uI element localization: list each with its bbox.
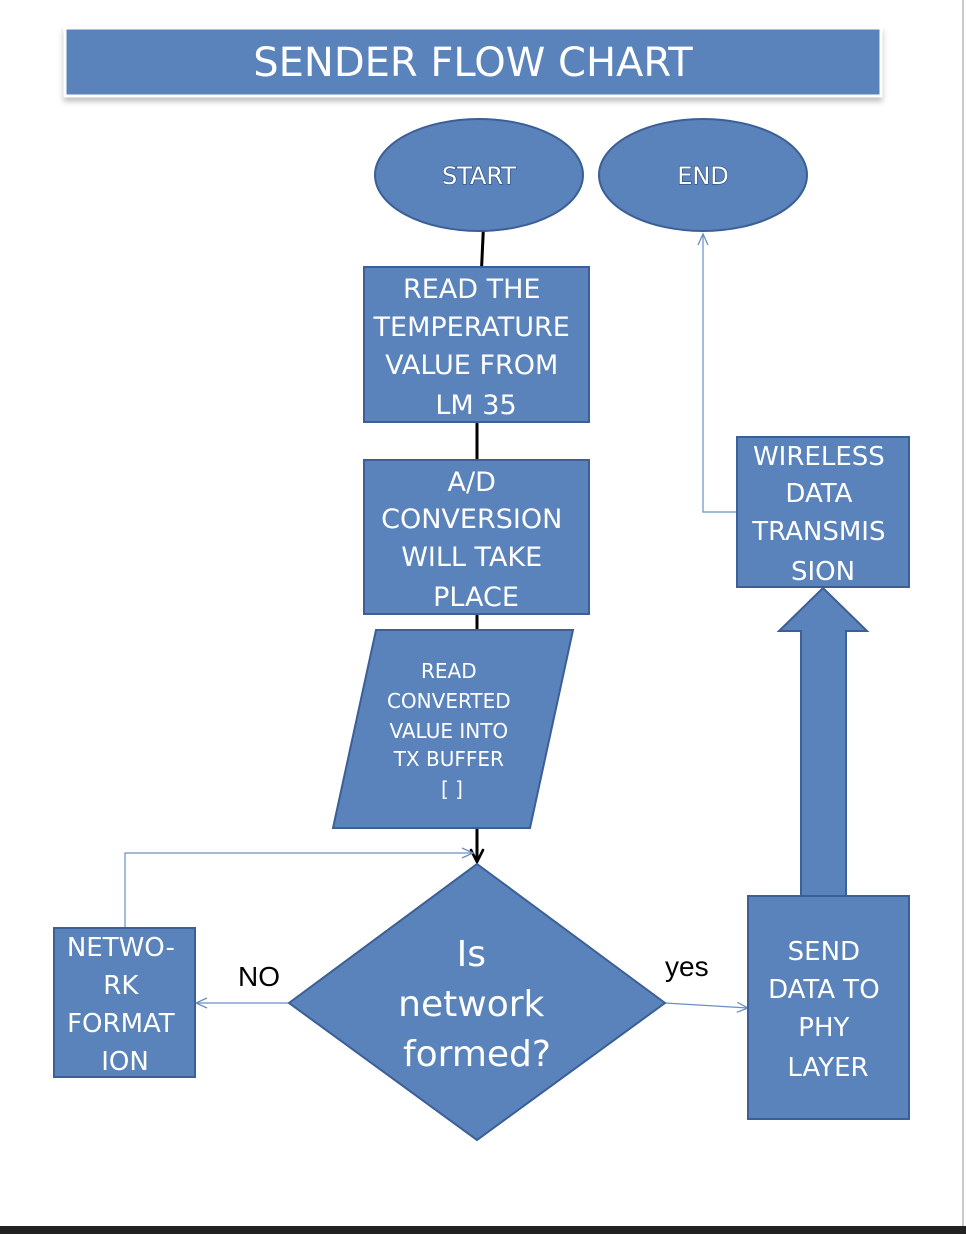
send-phy-node: SEND DATA TO PHY LAYER bbox=[747, 895, 910, 1120]
send-phy-line: DATA TO bbox=[768, 975, 880, 1005]
read-buffer-line: CONVERTED bbox=[387, 689, 511, 713]
thin-connectors bbox=[124, 232, 750, 1013]
read-temperature-node: READ THE TEMPERATURE VALUE FROM LM 35 bbox=[363, 266, 590, 423]
read-buffer-line: [ ] bbox=[441, 777, 463, 801]
network-formation-node: NETWO- RK FORMAT ION bbox=[53, 927, 196, 1078]
svg-text:Is network formed?: Is network formed? bbox=[398, 934, 556, 1075]
wireless-node: WIRELESS DATA TRANSMIS SION bbox=[736, 436, 910, 588]
svg-text:READ CONVERTED VAL: READ CONVERTED VALUE INTO TX BUFFER [ ] bbox=[387, 659, 517, 801]
ad-conversion-line: A/D bbox=[448, 467, 496, 498]
wireless-line: SION bbox=[791, 557, 855, 587]
title-banner: SENDER FLOW CHART bbox=[63, 26, 883, 98]
wireless-line: WIRELESS bbox=[753, 442, 885, 472]
read-temp-line: READ THE bbox=[403, 274, 541, 305]
end-node: END bbox=[598, 118, 808, 232]
to-end-connector bbox=[697, 232, 737, 513]
network-formation-line: FORMAT bbox=[67, 1009, 175, 1039]
read-buffer-line: TX BUFFER bbox=[393, 747, 504, 771]
ad-conversion-line: PLACE bbox=[433, 582, 519, 613]
svg-text:WIRELESS DATA TRAN: WIRELESS DATA TRANSMIS SION bbox=[751, 442, 894, 587]
svg-text:A/D CONVERSION WIL: A/D CONVERSION WILL TAKE PLACE bbox=[381, 467, 571, 613]
network-formation-line: ION bbox=[101, 1047, 149, 1077]
read-temp-line: LM 35 bbox=[435, 390, 516, 421]
decision-node: Is network formed? bbox=[287, 862, 667, 1142]
yes-connector bbox=[664, 1001, 750, 1013]
block-up-arrow bbox=[776, 586, 870, 897]
read-temp-line: VALUE FROM bbox=[385, 350, 558, 381]
wireless-line: TRANSMIS bbox=[751, 517, 885, 547]
svg-text:NETWO- RK FORMAT: NETWO- RK FORMAT ION bbox=[67, 933, 183, 1077]
network-formation-line: NETWO- bbox=[67, 933, 175, 963]
svg-text:READ THE TEMPERATURE: READ THE TEMPERATURE VALUE FROM LM 35 bbox=[373, 274, 579, 421]
read-buffer-node: READ CONVERTED VALUE INTO TX BUFFER [ ] bbox=[331, 629, 575, 829]
send-phy-line: PHY bbox=[798, 1013, 849, 1043]
read-buffer-line: VALUE INTO bbox=[389, 719, 508, 743]
send-phy-line: SEND bbox=[788, 937, 860, 967]
decision-line: Is bbox=[457, 934, 486, 975]
wireless-line: DATA bbox=[785, 479, 852, 509]
ad-conversion-line: WILL TAKE bbox=[401, 542, 542, 573]
decision-line: formed? bbox=[403, 1034, 551, 1075]
decision-line: network bbox=[398, 984, 544, 1025]
title-text: SENDER FLOW CHART bbox=[253, 40, 693, 86]
no-label: NO bbox=[238, 961, 280, 992]
bottom-border bbox=[0, 1226, 966, 1234]
send-phy-line: LAYER bbox=[787, 1053, 868, 1083]
start-label: START bbox=[442, 162, 516, 190]
read-buffer-line: READ bbox=[421, 659, 477, 683]
network-formation-line: RK bbox=[103, 971, 139, 1001]
loop-back-connector bbox=[124, 847, 475, 928]
start-node: START bbox=[374, 118, 584, 232]
ad-conversion-line: CONVERSION bbox=[381, 504, 562, 535]
end-label: END bbox=[677, 162, 729, 190]
svg-text:SEND DATA TO PHY: SEND DATA TO PHY LAYER bbox=[768, 937, 888, 1083]
ad-conversion-node: A/D CONVERSION WILL TAKE PLACE bbox=[363, 459, 590, 615]
yes-label: yes bbox=[665, 951, 709, 982]
read-temp-line: TEMPERATURE bbox=[373, 312, 570, 343]
